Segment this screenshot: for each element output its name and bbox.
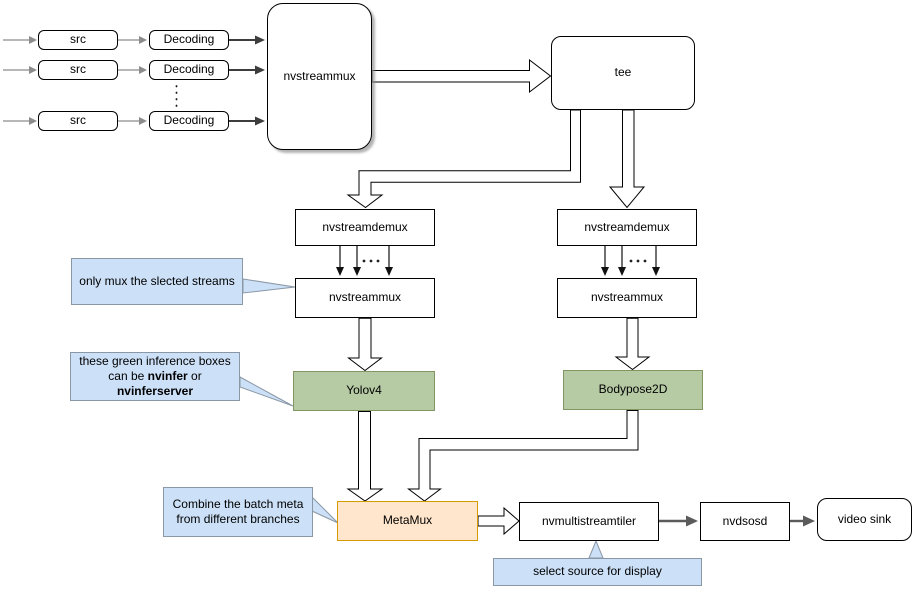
callout-inference-note: these green inference boxes can be nvinf…	[70, 352, 240, 401]
callout-tails	[239, 278, 604, 559]
node-label: Decoding	[163, 32, 215, 47]
callout-text: select source for display	[533, 564, 662, 579]
callout-line: these green inference boxes	[79, 353, 231, 368]
node-src-1: src	[38, 30, 118, 50]
arrow-yolov4-to-metamux	[346, 411, 384, 502]
node-label: Decoding	[163, 113, 215, 128]
decoding-to-mux-arrows	[229, 35, 265, 126]
node-label: src	[70, 113, 86, 128]
node-decoding-1: Decoding	[149, 30, 229, 50]
node-nvstreammux-main: nvstreammux	[267, 3, 372, 150]
callout-tiler-note: select source for display	[493, 558, 702, 586]
right-demux-to-mux-arrows	[601, 246, 660, 276]
callout-line: from different branches	[176, 512, 300, 526]
arrow-tee-to-left-demux	[346, 109, 581, 209]
tail-mux-note	[242, 278, 296, 294]
node-nvstreamdemux-right: nvstreamdemux	[557, 209, 697, 246]
node-label: tee	[614, 65, 632, 80]
node-label: MetaMux	[382, 513, 433, 528]
arrow-rightmux-to-bodypose	[614, 317, 651, 371]
node-nvdsosd: nvdsosd	[700, 502, 790, 541]
node-src-3: src	[38, 111, 118, 131]
node-label: nvmultistreamtiler	[541, 513, 637, 528]
callout-text: only mux the slected streams	[79, 273, 235, 288]
node-label: Yolov4	[346, 383, 382, 398]
callout-metamux-note: Combine the batch meta from different br…	[163, 487, 313, 537]
tail-metamux-note	[311, 495, 339, 524]
arrow-nvstreammux-to-tee	[371, 58, 552, 94]
node-label: nvstreamdemux	[322, 219, 408, 234]
node-label: Decoding	[163, 62, 215, 77]
node-nvmultistreamtiler: nvmultistreamtiler	[519, 502, 659, 541]
arrow-bodypose-to-metamux	[407, 410, 639, 502]
arrow-tee-to-right-demux	[608, 109, 646, 209]
node-label: nvstreammux	[328, 290, 402, 305]
node-nvstreamdemux-left: nvstreamdemux	[295, 209, 435, 246]
node-label: nvdsosd	[722, 513, 768, 528]
node-yolov4: Yolov4	[293, 371, 435, 411]
input-arrows	[3, 36, 147, 125]
node-label: Bodypose2D	[598, 382, 668, 397]
callout-mux-note: only mux the slected streams	[71, 258, 243, 305]
left-demux-to-mux-arrows	[336, 246, 393, 276]
node-src-2: src	[38, 60, 118, 80]
callout-line: nvinferserver	[116, 384, 194, 399]
node-tee: tee	[551, 36, 695, 110]
node-label: nvstreamdemux	[584, 219, 670, 234]
node-nvstreammux-right: nvstreammux	[557, 278, 697, 318]
node-label: nvstreammux	[590, 290, 664, 305]
callout-line: Combine the batch meta	[172, 496, 304, 511]
left-stream-ellipsis	[362, 259, 380, 263]
node-decoding-3: Decoding	[149, 111, 229, 131]
hollow-arrows	[346, 58, 651, 536]
node-video-sink: video sink	[817, 498, 912, 541]
node-label: src	[70, 32, 86, 47]
callout-line: can be nvinfer or	[108, 368, 202, 383]
node-nvstreammux-left: nvstreammux	[295, 278, 435, 318]
arrow-leftmux-to-yolov4	[347, 317, 383, 372]
node-bodypose2d: Bodypose2D	[563, 370, 703, 410]
node-decoding-2: Decoding	[149, 60, 229, 80]
node-label: video sink	[837, 511, 892, 526]
node-label: nvstreammux	[283, 68, 356, 83]
arrow-metamux-to-tiler	[477, 506, 520, 536]
right-stream-ellipsis	[629, 259, 647, 263]
tail-tiler-note	[588, 539, 604, 559]
node-metamux: MetaMux	[337, 501, 478, 541]
node-label: src	[70, 62, 86, 77]
tail-inference-note	[239, 376, 294, 407]
